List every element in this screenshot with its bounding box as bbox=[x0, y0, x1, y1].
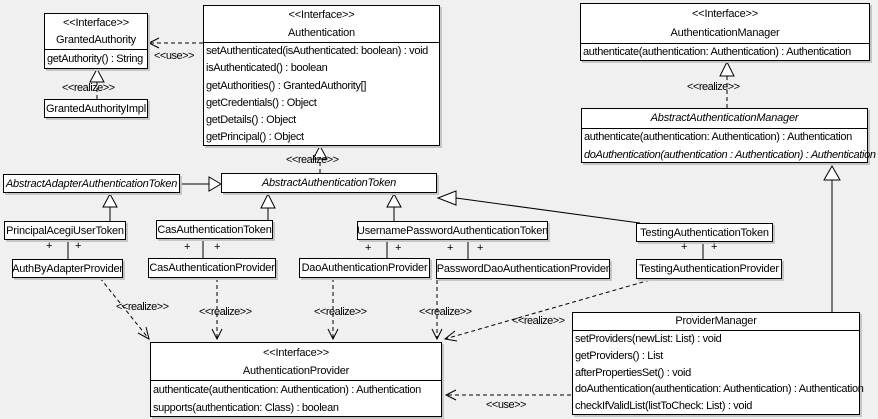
class-testing-authentication-provider[interactable]: TestingAuthenticationProvider bbox=[636, 259, 782, 279]
class-name: TestingAuthenticationToken bbox=[640, 226, 769, 239]
multiplicity-plus: + bbox=[184, 241, 191, 253]
class-name: GrantedAuthority bbox=[56, 34, 136, 46]
class-authentication[interactable]: <<Interface>> Authentication setAuthenti… bbox=[203, 5, 440, 146]
class-name: AuthenticationManager bbox=[670, 27, 780, 39]
class-dao-authentication-provider[interactable]: DaoAuthenticationProvider bbox=[299, 258, 430, 278]
realize-label: <<realize>> bbox=[199, 306, 252, 318]
multiplicity-plus: + bbox=[365, 242, 372, 254]
edge-realize-abstractauthenticationtoken bbox=[312, 144, 328, 173]
class-name: CasAuthenticationToken bbox=[157, 223, 272, 236]
class-name: ProviderManager bbox=[675, 315, 757, 327]
realize-label: <<realize>> bbox=[116, 301, 169, 313]
class-password-dao-authentication-provider[interactable]: PasswordDaoAuthenticationProvider bbox=[436, 259, 610, 279]
edge-realize-passworddaoauthenticationprovider bbox=[431, 280, 443, 341]
class-abstract-adapter-authentication-token[interactable]: AbstractAdapterAuthenticationToken bbox=[3, 174, 180, 193]
class-username-password-authentication-token[interactable]: UsernamePasswordAuthenticationToken bbox=[357, 221, 548, 240]
method: getCredentials() : Object bbox=[206, 96, 317, 109]
multiplicity-plus: + bbox=[75, 240, 82, 252]
class-authentication-manager[interactable]: <<Interface>> AuthenticationManager auth… bbox=[580, 3, 870, 61]
edge-realize-daoauthenticationprovider bbox=[327, 278, 339, 341]
class-provider-manager[interactable]: ProviderManager setProviders(newList: Li… bbox=[572, 312, 864, 415]
method: supports(authentication: Class) : boolea… bbox=[153, 402, 339, 414]
class-name: PrincipalAcegiUserToken bbox=[6, 224, 124, 237]
class-name: TestingAuthenticationProvider bbox=[639, 263, 779, 275]
class-auth-by-adapter-provider[interactable]: AuthByAdapterProvider bbox=[12, 259, 123, 278]
edge-use-authentication-grantedauthority bbox=[147, 37, 203, 49]
method: doAuthentication(authentication: Authent… bbox=[575, 383, 864, 396]
method: isAuthenticated() : boolean bbox=[206, 62, 328, 75]
edge-realize-grantedauthorityimpl bbox=[89, 67, 105, 99]
method: authenticate(authentication: Authenticat… bbox=[583, 46, 851, 58]
realize-label: <<realize>> bbox=[286, 154, 339, 166]
method: getProviders() : List bbox=[575, 349, 664, 362]
method: checkIfValidList(listToCheck: List) : vo… bbox=[575, 400, 753, 413]
edge-gen-providermanager bbox=[823, 164, 841, 312]
class-name: AbstractAuthenticationManager bbox=[650, 112, 799, 124]
multiplicity-plus: + bbox=[214, 241, 221, 253]
class-principal-acegi-user-token[interactable]: PrincipalAcegiUserToken bbox=[4, 221, 126, 240]
method: setAuthenticated(isAuthenticated: boolea… bbox=[206, 45, 428, 57]
multiplicity-plus: + bbox=[711, 241, 718, 253]
edge-realize-authbyadapterprovider bbox=[99, 277, 150, 340]
multiplicity-plus: + bbox=[681, 241, 688, 253]
edge-gen-principal-token bbox=[102, 192, 118, 221]
realize-label: <<realize>> bbox=[62, 82, 115, 94]
class-authentication-provider[interactable]: <<Interface>> AuthenticationProvider aut… bbox=[150, 342, 442, 417]
class-cas-authentication-token[interactable]: CasAuthenticationToken bbox=[156, 220, 273, 239]
method: doAuthentication(authentication : Authen… bbox=[584, 148, 876, 161]
class-name: CasAuthenticationProvider bbox=[149, 262, 275, 274]
stereotype: <<Interface>> bbox=[288, 9, 355, 21]
method: afterPropertiesSet() : void bbox=[575, 366, 691, 379]
class-name: PasswordDaoAuthenticationProvider bbox=[436, 263, 610, 275]
class-name: AbstractAdapterAuthenticationToken bbox=[5, 177, 178, 190]
class-name: DaoAuthenticationProvider bbox=[301, 262, 428, 274]
class-testing-authentication-token[interactable]: TestingAuthenticationToken bbox=[636, 223, 773, 242]
realize-label: <<realize>> bbox=[419, 306, 472, 318]
edge-gen-cas-token bbox=[260, 192, 276, 220]
class-name: UsernamePasswordAuthenticationToken bbox=[356, 224, 549, 237]
realize-label: <<realize>> bbox=[512, 315, 565, 327]
edge-realize-casauthenticationprovider bbox=[211, 278, 223, 341]
method: getAuthority() : String bbox=[47, 53, 143, 65]
stereotype: <<Interface>> bbox=[263, 347, 329, 359]
class-granted-authority[interactable]: <<Interface>> GrantedAuthority getAuthor… bbox=[44, 13, 148, 69]
stereotype: <<Interface>> bbox=[692, 8, 758, 20]
edge-realize-abstractauthenticationmanager bbox=[719, 60, 735, 108]
use-label: <<use>> bbox=[486, 399, 526, 411]
method: authenticate(authentication: Authenticat… bbox=[153, 384, 421, 396]
multiplicity-plus: + bbox=[447, 242, 454, 254]
method: getPrincipal() : Object bbox=[206, 131, 304, 144]
class-name: AuthByAdapterProvider bbox=[12, 262, 123, 275]
method: getAuthorities() : GrantedAuthority[] bbox=[206, 79, 367, 92]
realize-label: <<realize>> bbox=[314, 306, 367, 318]
multiplicity-plus: + bbox=[477, 242, 484, 254]
edge-use-providermanager-authenticationprovider bbox=[444, 389, 571, 401]
class-granted-authority-impl[interactable]: GrantedAuthorityImpl bbox=[44, 99, 148, 118]
method: authenticate(authentication: Authenticat… bbox=[584, 131, 852, 143]
class-name: AbstractAuthenticationToken bbox=[261, 177, 397, 189]
edge-gen-adapter-token bbox=[181, 176, 222, 192]
class-cas-authentication-provider[interactable]: CasAuthenticationProvider bbox=[148, 258, 276, 278]
class-abstract-authentication-token[interactable]: AbstractAuthenticationToken bbox=[221, 173, 437, 193]
class-name: AuthenticationProvider bbox=[242, 365, 350, 377]
multiplicity-plus: + bbox=[46, 240, 53, 252]
class-abstract-authentication-manager[interactable]: AbstractAuthenticationManager authentica… bbox=[581, 108, 876, 163]
edge-gen-usernamepassword-token bbox=[386, 192, 402, 221]
realize-label: <<realize>> bbox=[687, 81, 740, 93]
use-label: <<use>> bbox=[154, 50, 194, 62]
stereotype: <<Interface>> bbox=[63, 17, 129, 29]
method: getDetails() : Object bbox=[206, 114, 296, 127]
edge-gen-testing-token bbox=[436, 190, 641, 224]
method: setProviders(newList: List) : void bbox=[575, 333, 722, 345]
class-name: GrantedAuthorityImpl bbox=[46, 102, 146, 115]
class-name: Authentication bbox=[288, 27, 355, 39]
multiplicity-plus: + bbox=[395, 242, 402, 254]
edge-realize-testingauthenticationprovider bbox=[443, 279, 651, 342]
